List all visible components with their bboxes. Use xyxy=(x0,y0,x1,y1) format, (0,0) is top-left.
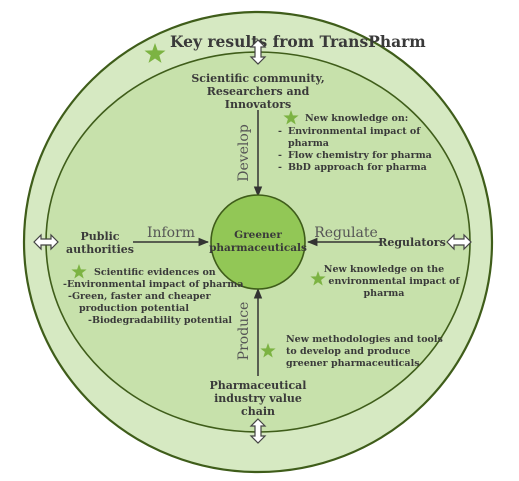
double-arrow-right-icon xyxy=(446,233,472,251)
develop-item-3: BbD approach for pharma xyxy=(288,162,427,173)
inform-star-icon xyxy=(71,264,87,279)
produce-star-icon xyxy=(260,343,276,358)
regulate-line-3: pharma xyxy=(364,288,405,299)
develop-bullet-1: - xyxy=(278,126,282,137)
center-label-line1: Greener xyxy=(234,229,282,241)
double-arrow-top-icon xyxy=(249,39,267,65)
actor-top-line1: Scientific community, xyxy=(191,72,324,85)
double-arrow-bottom-icon xyxy=(249,418,267,444)
actor-bottom-line1: Pharmaceutical xyxy=(210,379,307,392)
title-star-icon xyxy=(144,43,166,63)
actor-right-line1: Regulators xyxy=(378,236,446,249)
produce-line-1: New methodologies and tools xyxy=(286,334,443,345)
inform-heading: Scientific evidences on xyxy=(94,267,216,278)
develop-bullet-2: - xyxy=(278,150,282,161)
develop-bullet-3: - xyxy=(278,162,282,173)
develop-item-2: Flow chemistry for pharma xyxy=(288,150,432,161)
double-arrow-left-icon xyxy=(33,233,59,251)
produce-line-2: to develop and produce xyxy=(286,346,411,357)
actor-bottom-line3: chain xyxy=(241,405,275,418)
regulate-star-icon xyxy=(310,271,326,286)
actor-left-line1: Public xyxy=(80,230,119,243)
regulate-line-2: environmental impact of xyxy=(328,276,460,287)
actor-left-line2: authorities xyxy=(66,243,134,256)
verb-inform: Inform xyxy=(147,225,195,241)
center-disc xyxy=(210,194,306,290)
actor-top-line3: Innovators xyxy=(225,98,291,111)
verb-develop: Develop xyxy=(236,124,252,182)
inform-line-4: -Biodegradability potential xyxy=(88,315,232,326)
actor-top-line2: Researchers and xyxy=(207,85,310,98)
develop-star-icon xyxy=(283,110,299,125)
develop-item-1b: pharma xyxy=(288,138,329,149)
inform-line-2: -Green, faster and cheaper xyxy=(68,291,212,302)
inform-line-1: -Environmental impact of pharma xyxy=(63,279,244,290)
develop-heading: New knowledge on: xyxy=(305,113,408,124)
develop-item-1: Environmental impact of xyxy=(288,126,421,137)
inform-line-3: production potential xyxy=(79,303,189,314)
produce-line-3: greener pharmaceuticals xyxy=(286,358,420,369)
diagram-title: Key results from TransPharm xyxy=(170,32,426,51)
verb-regulate: Regulate xyxy=(314,225,378,241)
actor-bottom-line2: industry value xyxy=(214,392,302,405)
verb-produce: Produce xyxy=(236,302,252,361)
regulate-line-1: New knowledge on the xyxy=(324,264,444,275)
center-label-line2: pharmaceuticals xyxy=(209,242,307,254)
